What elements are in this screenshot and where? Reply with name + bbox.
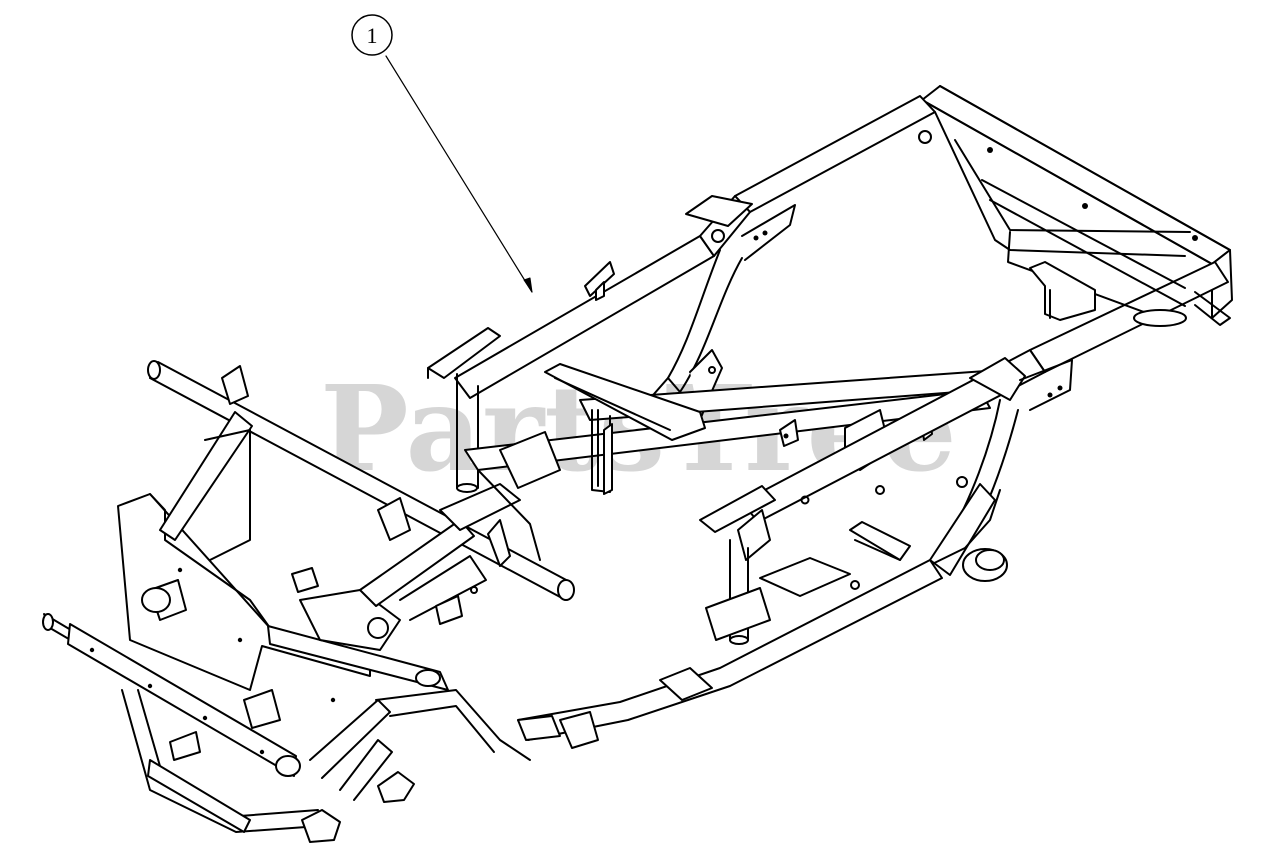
callout-leader [385,55,533,293]
mid-lower-structure [439,423,613,561]
bottom-side-rail [517,559,943,749]
frame-drawing [42,55,1233,843]
callout-1[interactable]: 1 [351,14,393,56]
front-bumper-assembly [42,411,531,843]
rear-frame-section [734,85,1233,373]
rear-lower-frame [705,483,1008,641]
callout-1-label[interactable]: 1 [367,23,378,48]
left-side-rail [427,195,796,493]
center-cross-member [464,363,1011,493]
